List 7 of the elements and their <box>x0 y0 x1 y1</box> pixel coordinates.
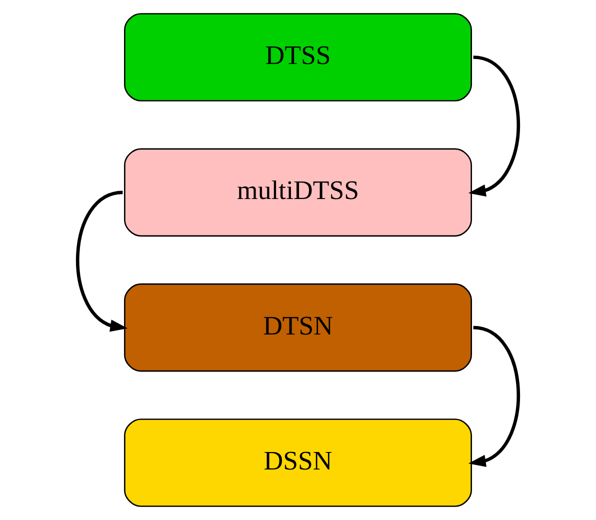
arrow <box>468 56 520 197</box>
node-box: DTSS <box>124 13 472 102</box>
node-box: DTSN <box>124 283 472 372</box>
node-box: multiDTSS <box>124 148 472 237</box>
node-box: DSSN <box>124 418 472 507</box>
arrow <box>76 190 128 332</box>
arrow <box>468 326 520 467</box>
